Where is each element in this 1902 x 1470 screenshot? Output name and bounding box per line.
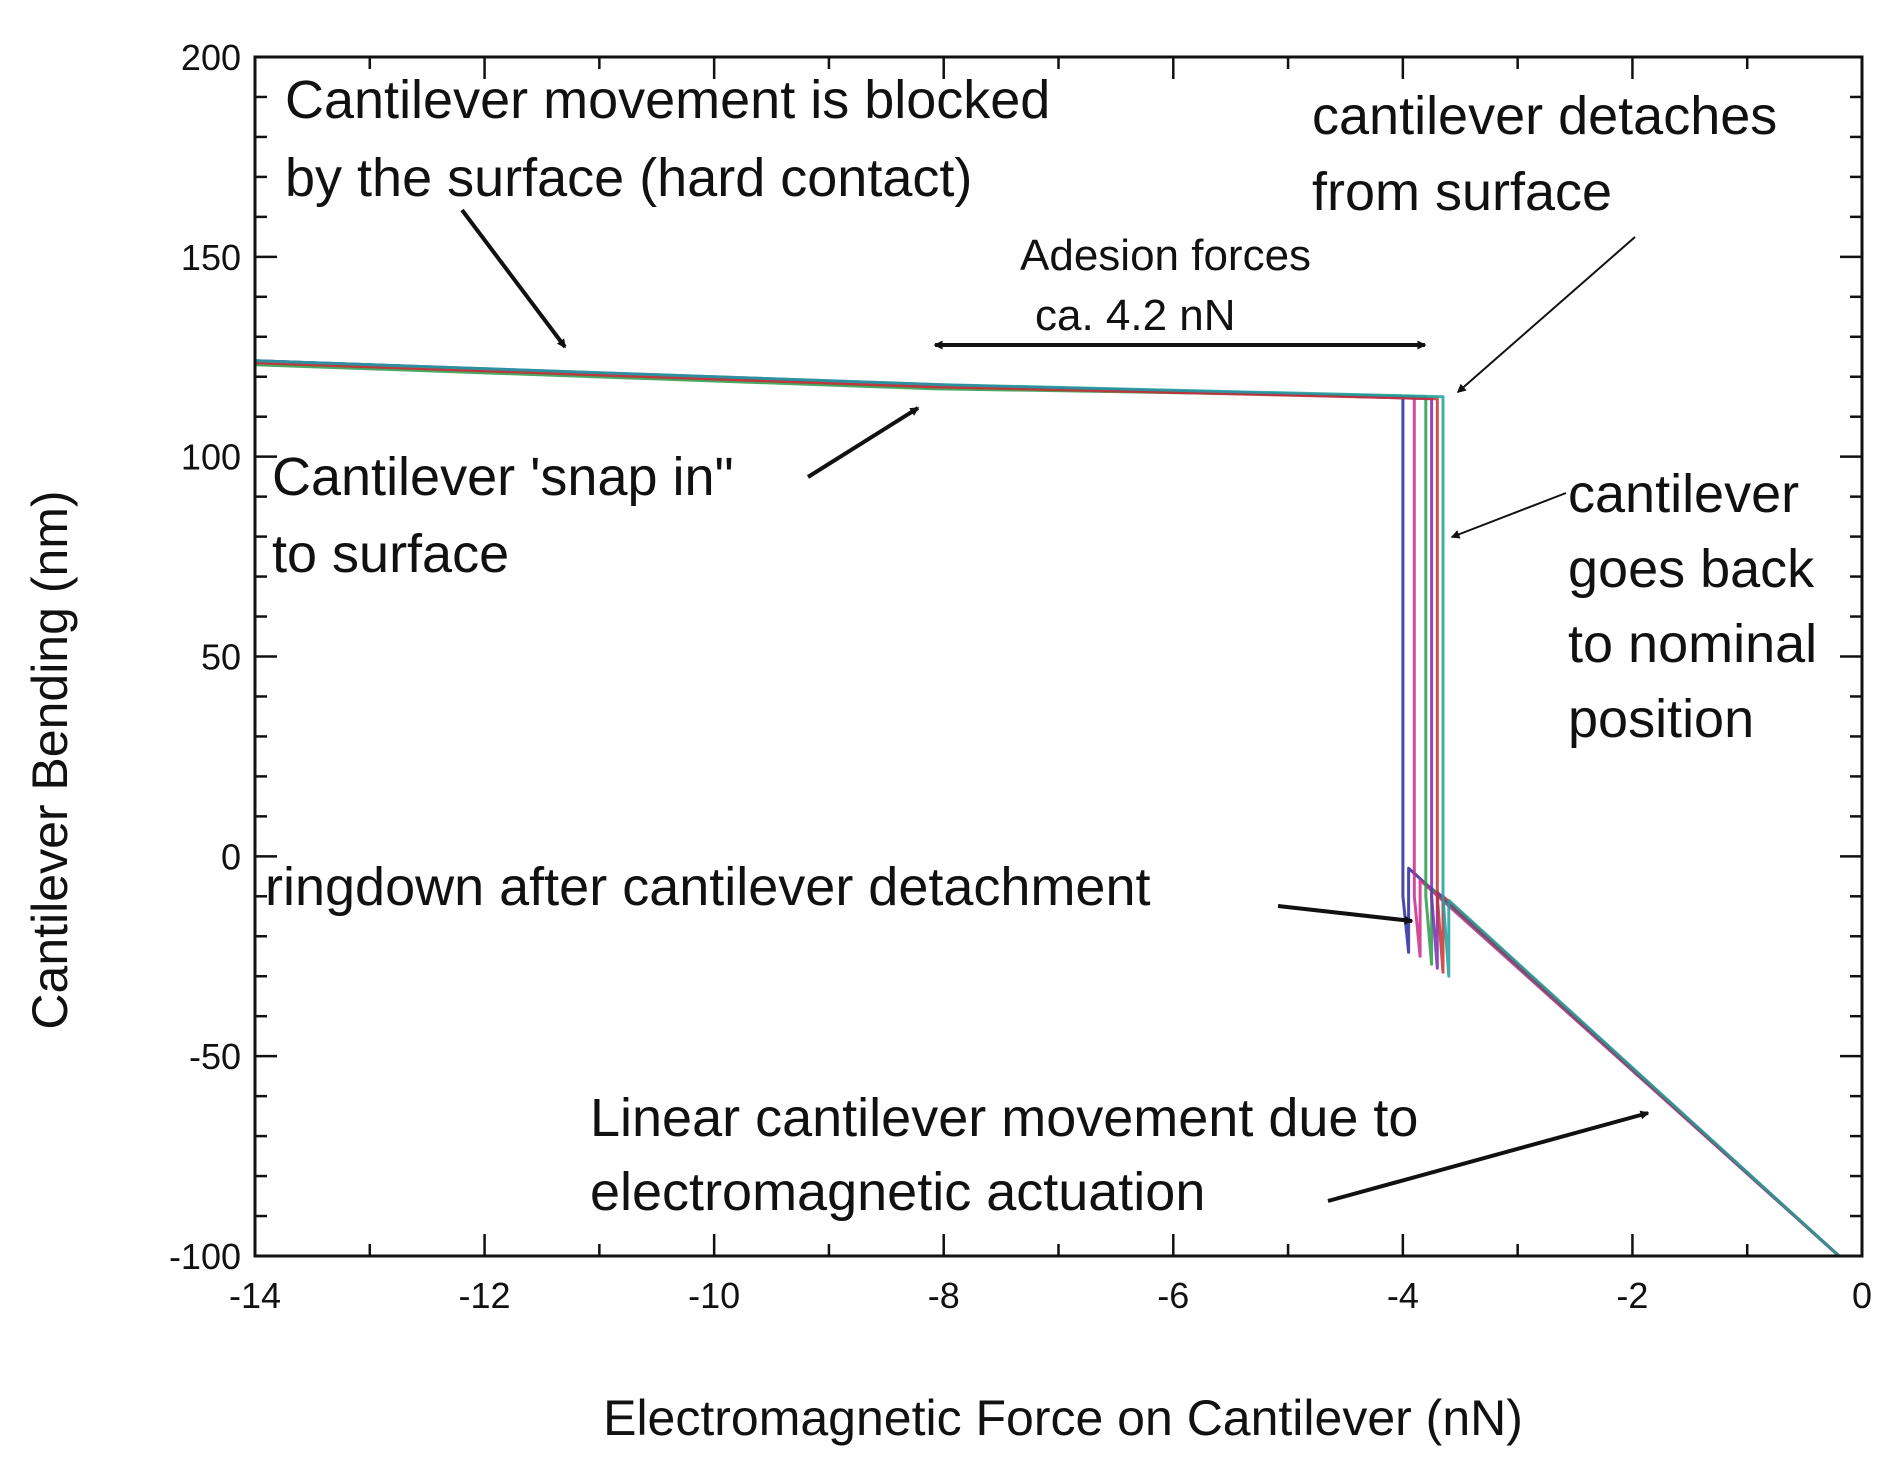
blocked-arrow	[460, 208, 567, 349]
snap-arrow	[806, 406, 920, 479]
annotation-back-line4: position	[1568, 689, 1754, 749]
axes-layer: -14 -12 -10 -8 -6 -4 -2 0 -100 -50 0 50 100 150 200	[169, 37, 1872, 1316]
detach-arrow	[1456, 236, 1636, 393]
x-tick-label: -4	[1387, 1275, 1419, 1316]
annotation-blocked-line2: by the surface (hard contact)	[285, 148, 972, 208]
y-tick-label: 150	[181, 237, 241, 278]
x-tick-label: -6	[1157, 1275, 1189, 1316]
annotation-back-line1: cantilever	[1568, 464, 1799, 524]
x-tick-label: -14	[229, 1275, 281, 1316]
annotation-linear-line1: Linear cantilever movement due to	[590, 1088, 1418, 1148]
x-tick-label: -8	[928, 1275, 960, 1316]
series-layer	[254, 359, 1841, 1258]
annotation-adhesion-line2: ca. 4.2 nN	[1035, 291, 1236, 340]
annotation-back-line3: to nominal	[1568, 614, 1817, 674]
x-tick-label: -2	[1616, 1275, 1648, 1316]
y-tick-label: -50	[189, 1036, 241, 1077]
x-tick-label: 0	[1852, 1275, 1872, 1316]
y-tick-label: -100	[169, 1236, 241, 1277]
annotation-back-line2: goes back	[1568, 539, 1815, 599]
y-tick-label: 50	[201, 637, 241, 678]
ringdown-arrow	[1277, 904, 1414, 925]
x-axis-title: Electromagnetic Force on Cantilever (nN)	[603, 1390, 1523, 1446]
annotation-detach-line2: from surface	[1312, 162, 1612, 222]
annotation-detach-line1: cantilever detaches	[1312, 86, 1777, 146]
linear-arrow	[1327, 1110, 1650, 1203]
back-arrow	[1450, 492, 1567, 539]
series-line	[254, 359, 1841, 1258]
annotation-adhesion-line1: Adesion forces	[1020, 231, 1311, 280]
annotation-linear-line2: electromagnetic actuation	[590, 1162, 1205, 1222]
annotation-snap-line2: to surface	[272, 524, 509, 584]
annotation-ringdown: ringdown after cantilever detachment	[265, 857, 1151, 917]
y-tick-label: 200	[181, 37, 241, 78]
annotation-snap-line1: Cantilever 'snap in"	[272, 447, 734, 507]
x-tick-label: -12	[459, 1275, 511, 1316]
y-tick-label: 0	[221, 836, 241, 877]
annotation-blocked-line1: Cantilever movement is blocked	[285, 70, 1050, 130]
x-tick-label: -10	[688, 1275, 740, 1316]
y-tick-label: 100	[181, 437, 241, 478]
y-axis-title: Cantilever Bending (nm)	[22, 490, 78, 1029]
